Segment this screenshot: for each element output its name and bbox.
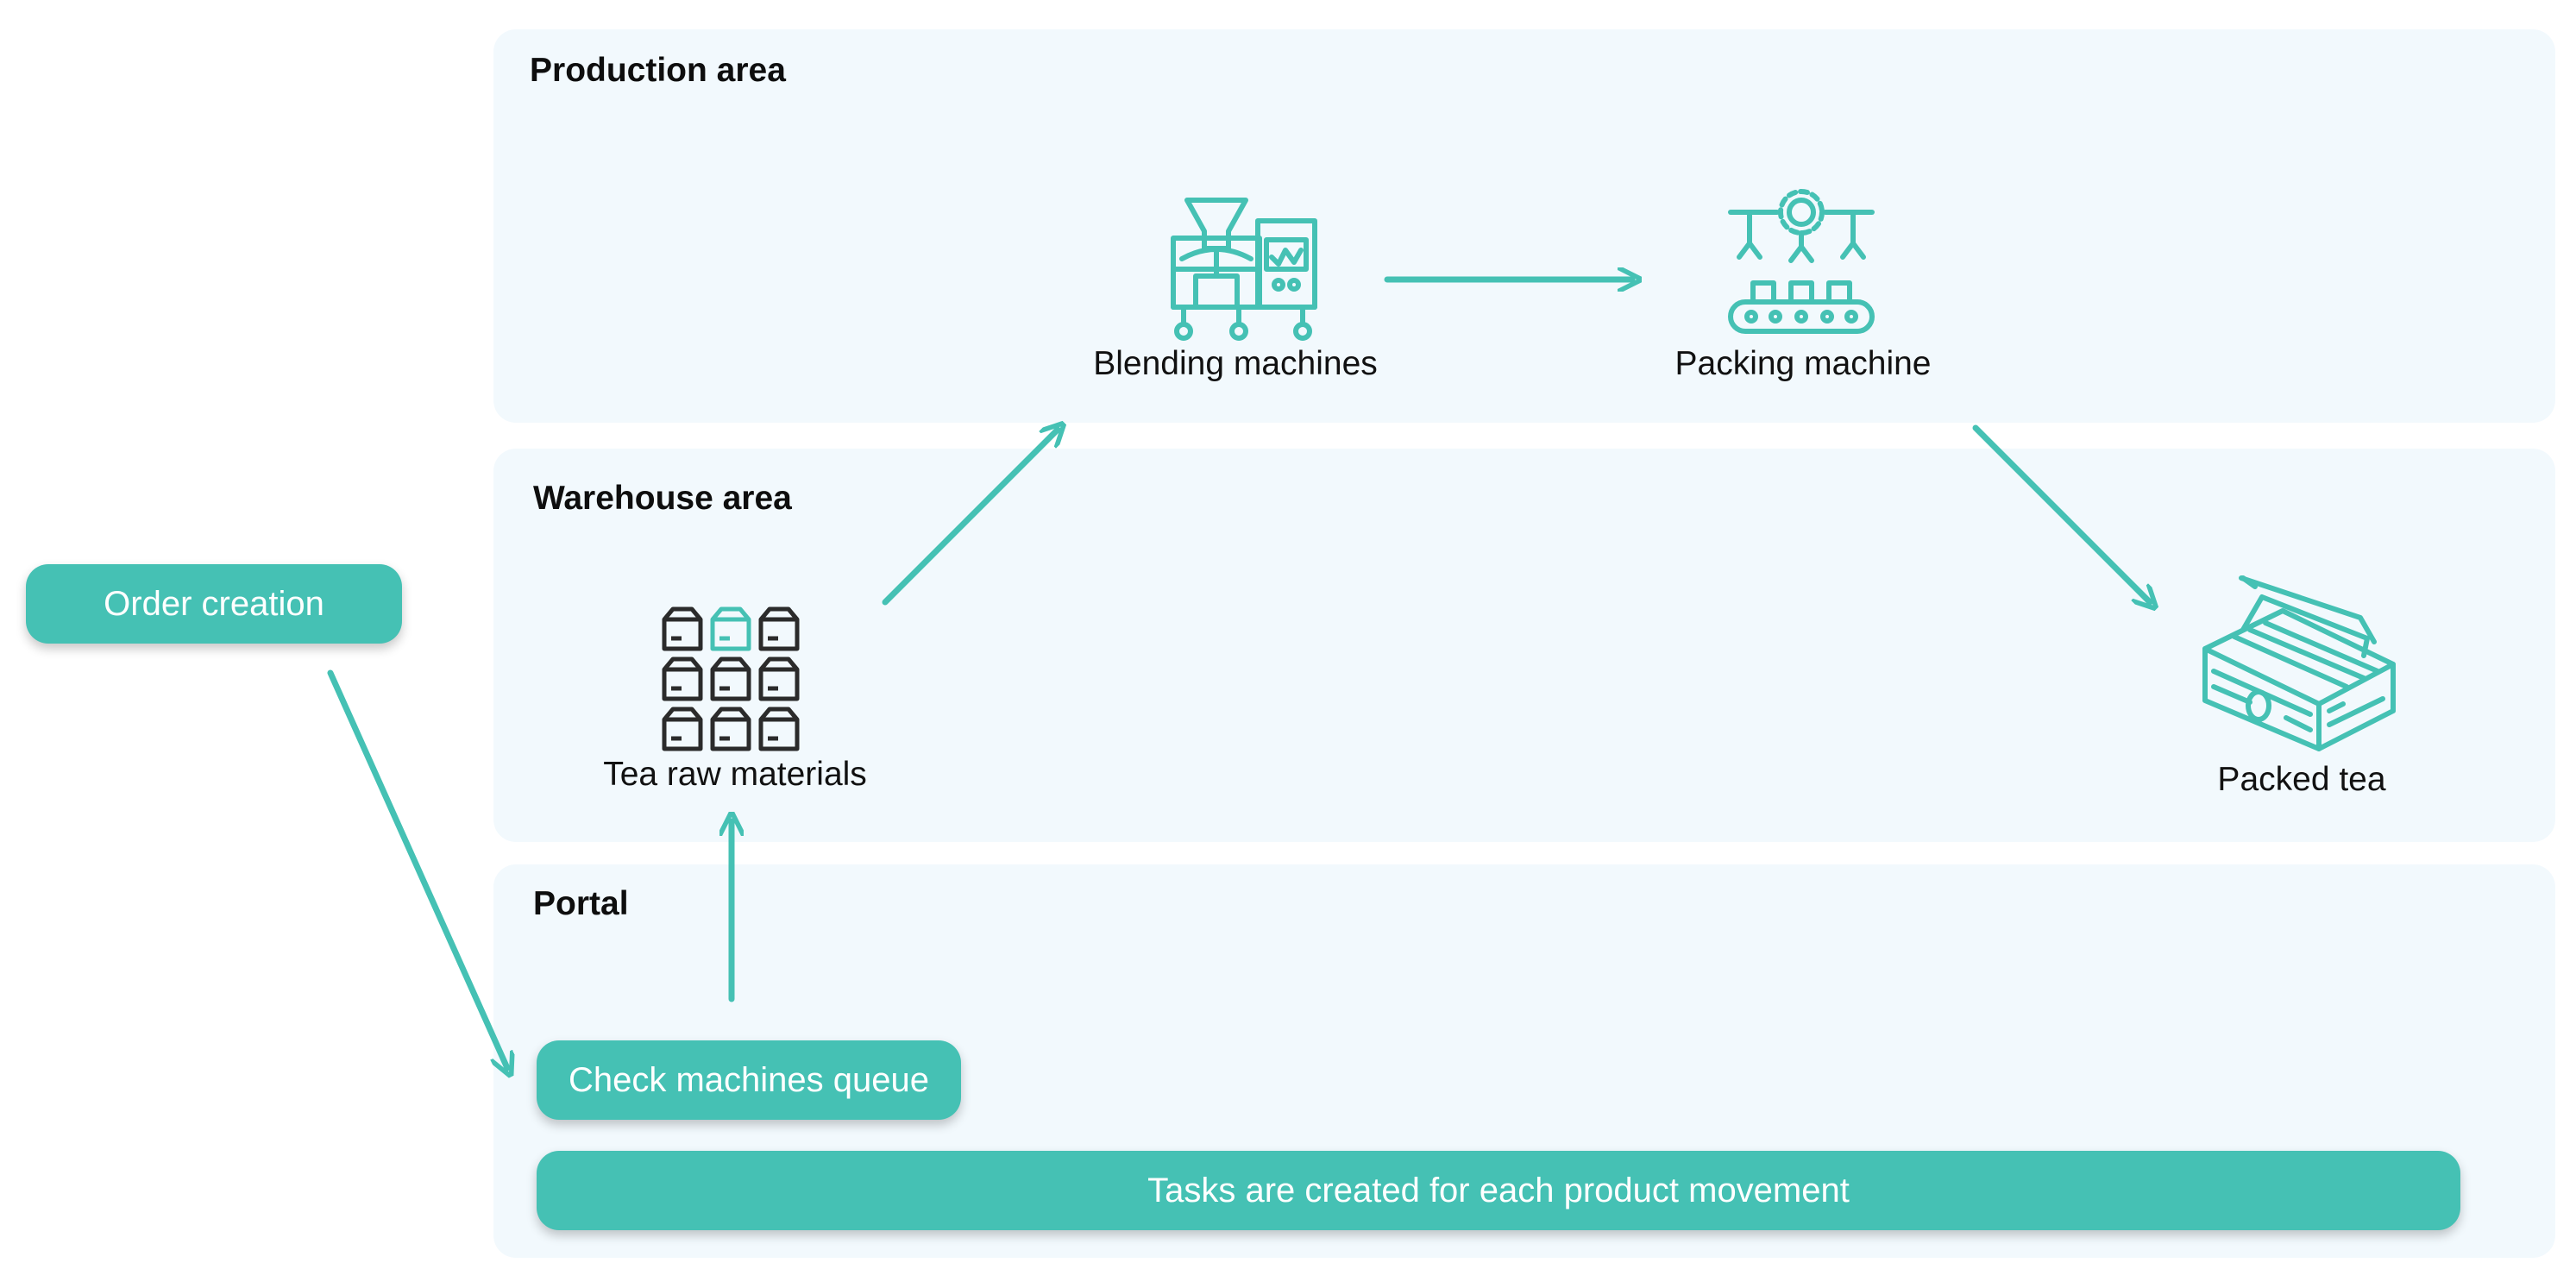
tasks-created-button[interactable]: Tasks are created for each product movem… <box>537 1151 2460 1230</box>
portal-title: Portal <box>533 885 629 922</box>
boxes-grid-icon <box>662 606 800 751</box>
production-area-title: Production area <box>530 52 786 89</box>
blending-machine-icon <box>1171 198 1317 341</box>
tasks-created-label: Tasks are created for each product movem… <box>1147 1171 1850 1209</box>
order-creation-button[interactable]: Order creation <box>26 564 402 644</box>
arrow-order-to-check <box>327 669 507 1068</box>
arrow-raw-to-blending <box>882 430 1058 606</box>
order-creation-label: Order creation <box>104 584 324 623</box>
blending-machines-label: Blending machines <box>1093 345 1378 382</box>
check-machines-queue-button[interactable]: Check machines queue <box>537 1040 961 1120</box>
packed-tea-label: Packed tea <box>2217 761 2386 798</box>
warehouse-area-title: Warehouse area <box>533 480 792 517</box>
tea-raw-materials-label: Tea raw materials <box>603 756 867 793</box>
packing-machine-label: Packing machine <box>1674 345 1932 382</box>
packing-machine-icon <box>1728 189 1875 334</box>
arrow-packing-to-packed <box>1972 424 2150 602</box>
check-machines-queue-label: Check machines queue <box>568 1060 930 1099</box>
production-area-panel <box>493 29 2555 423</box>
open-crate-icon <box>2202 575 2396 751</box>
